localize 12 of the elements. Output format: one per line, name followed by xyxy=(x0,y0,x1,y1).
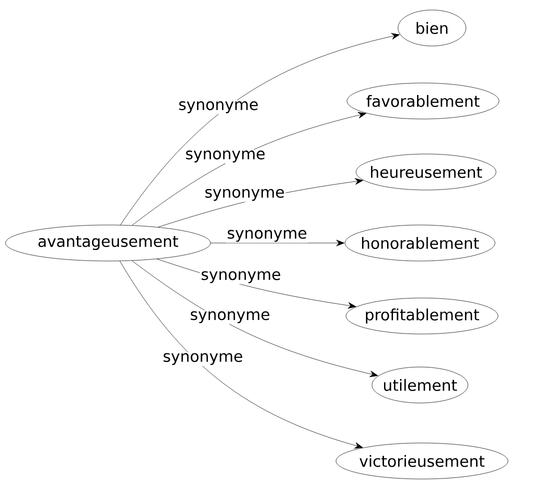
edge-label: synonyme xyxy=(162,352,244,366)
arrow xyxy=(132,260,378,378)
arrow xyxy=(132,112,366,226)
edge-label: synonyme xyxy=(177,100,260,114)
edge-label: synonyme xyxy=(204,188,286,202)
edge-label: synonyme xyxy=(188,310,272,324)
arrow xyxy=(120,33,400,226)
edge-label: synonyme xyxy=(184,150,266,164)
arrow xyxy=(210,240,344,246)
edge-label: synonyme xyxy=(200,270,282,284)
arrow xyxy=(120,260,363,449)
edge-label: synonyme xyxy=(226,228,308,243)
